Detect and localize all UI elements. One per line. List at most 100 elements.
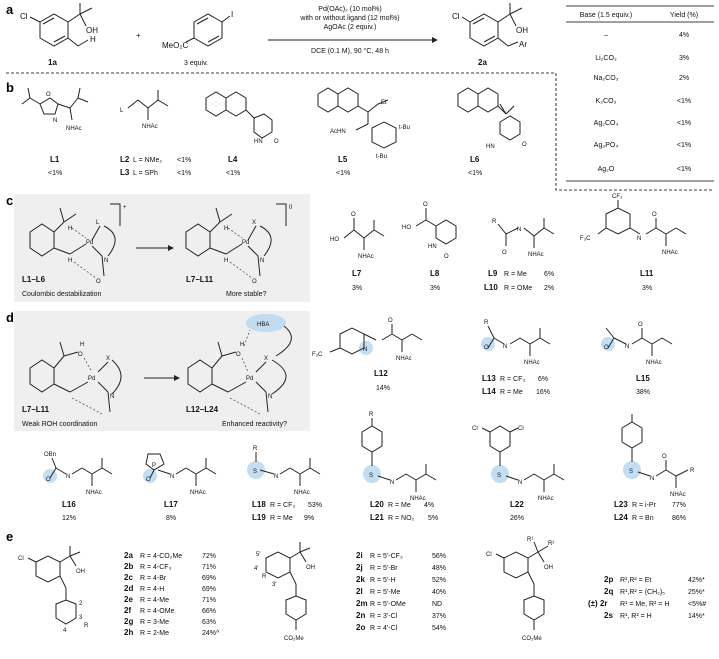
L20-r-label: R [369, 412, 374, 418]
L17-p-label: P [152, 463, 156, 469]
L22-name: L22 [510, 500, 524, 509]
L20-name: L20 [370, 500, 384, 509]
e1-oh-label: OH [76, 569, 85, 575]
L11-nhac-label: NHAc [662, 250, 678, 256]
L5-name: L5 [338, 155, 348, 164]
L2-l-label: L [120, 108, 124, 114]
aryl-equiv-label: 3 equiv. [184, 60, 208, 67]
structure-L9-L10 [497, 218, 555, 248]
L7-nhac-label: NHAc [358, 254, 374, 260]
table-row: Li₂CO₃ 3% [595, 55, 689, 62]
L18-n-label: N [274, 474, 278, 480]
L19-yield: 9% [304, 515, 314, 522]
L11-name: L11 [640, 269, 654, 278]
d2-h-label: H [240, 342, 244, 348]
L11-cf3-label: CF₃ [612, 194, 623, 200]
e1-desc: R = 4-CF₃ [140, 564, 172, 571]
L16-yield: 12% [62, 515, 76, 522]
table-header-yield: Yield (%) [670, 12, 698, 19]
L12-name: L12 [374, 369, 388, 378]
L1-name: L1 [50, 155, 60, 164]
d1-x-label: X [106, 356, 110, 362]
L20-n-label: N [390, 480, 394, 486]
e1-id: 2g [124, 617, 133, 626]
L21-desc: R = NO₂ [388, 515, 415, 522]
L17-n-label: N [170, 474, 174, 480]
panel-letter-e: e [6, 529, 13, 544]
L9-n-label: N [517, 227, 521, 233]
e1-id: 2e [124, 595, 133, 604]
e2-yield: 40% [432, 589, 446, 596]
e1-desc: R = 4-OMe [140, 608, 175, 615]
L6-name: L6 [470, 155, 480, 164]
e3-desc: R¹, R² = H [620, 613, 652, 620]
panel-a-b-divider [6, 72, 714, 191]
L17-name: L17 [164, 500, 178, 509]
structure-L18-L19 [247, 452, 321, 486]
e3-r2-label: R² [548, 541, 554, 547]
e1-yield: 24%^ [202, 630, 220, 637]
e1-desc: R = 4-H [140, 586, 164, 593]
d1-n-label: N [110, 394, 114, 400]
e2-desc: R = 5′-Br [370, 565, 398, 572]
L12-o-label: O [388, 318, 393, 324]
list-item: 2l R = 5′-Me 40% [356, 587, 446, 596]
e1-yield: 71% [202, 597, 216, 604]
e3-desc: R¹,R² = Et [620, 577, 651, 584]
L16-obn-label: OBn [44, 452, 56, 458]
L23-s-label: S [629, 469, 633, 475]
c1-charge-plus: + [123, 205, 127, 211]
L11-o-label: O [652, 212, 657, 218]
e2-id: 2m [356, 599, 368, 608]
L20-s-label: S [369, 473, 373, 479]
L23-o-label: O [662, 454, 667, 460]
e1-results-list: 2a R = 4-CO₂Me 72% 2b R = 4-CF₃ 71% 2c R… [124, 551, 220, 637]
L20-yield: 4% [424, 502, 434, 509]
L3-desc: L = SPh [133, 170, 158, 177]
d2-caption: Enhanced reactivity? [222, 421, 287, 428]
list-item: 2k R = 5′-H 52% [356, 575, 446, 584]
L19-desc: R = Me [270, 515, 293, 522]
table-cell-yield: 3% [679, 55, 689, 62]
e1-yield: 66% [202, 608, 216, 615]
L4-o-label: O [274, 139, 279, 145]
L2-name: L2 [120, 155, 130, 164]
L11-n-label: N [637, 236, 641, 242]
e2-yield: 56% [432, 553, 446, 560]
table-cell-yield: <1% [677, 98, 691, 105]
c1-l-label: L [96, 220, 100, 226]
structure-1a [29, 3, 93, 47]
L15-name: L15 [636, 374, 650, 383]
list-item: 2g R = 3-Me 63% [124, 617, 216, 626]
L7-ho-label: HO [330, 237, 339, 243]
e2-id: 2o [356, 623, 365, 632]
d2-n-label: N [268, 394, 272, 400]
e1-desc: R = 4-CO₂Me [140, 553, 182, 560]
e1-id: 2f [124, 606, 131, 615]
c2-h-label: H [224, 226, 228, 232]
L9-r-label: R [492, 219, 497, 225]
L15-nhac-label: NHAc [646, 360, 662, 366]
list-item: 2e R = 4-Me 71% [124, 595, 216, 604]
e3-yield: 42%* [688, 577, 705, 584]
L2-desc: L = NMe₂ [133, 157, 162, 164]
list-item: 2c R = 4-Br 69% [124, 573, 216, 582]
e3-id: 2p [604, 575, 613, 584]
d2-range-label: L12–L24 [186, 405, 219, 414]
L5-yield: <1% [336, 170, 350, 177]
table-cell-yield: 2% [679, 75, 689, 82]
L6-o-label: O [522, 142, 527, 148]
e1-desc: R = 4-Br [140, 575, 167, 582]
L22-nhac-label: NHAc [538, 496, 554, 502]
e2-id: 2j [356, 563, 363, 572]
list-item: 2j R = 5′-Br 48% [356, 563, 446, 572]
e2-desc: R = 3′-Cl [370, 613, 398, 620]
e2-pos3p-label: 3′ [272, 582, 277, 588]
L18-nhac-label: NHAc [294, 490, 310, 496]
L6-yield: <1% [468, 170, 482, 177]
L12-n-label: N [363, 347, 367, 353]
e2-pos5p-label: 5′ [256, 552, 261, 558]
structure-2a [461, 3, 523, 47]
L13-yield: 6% [538, 376, 548, 383]
list-item: 2d R = 4-H 69% [124, 584, 216, 593]
